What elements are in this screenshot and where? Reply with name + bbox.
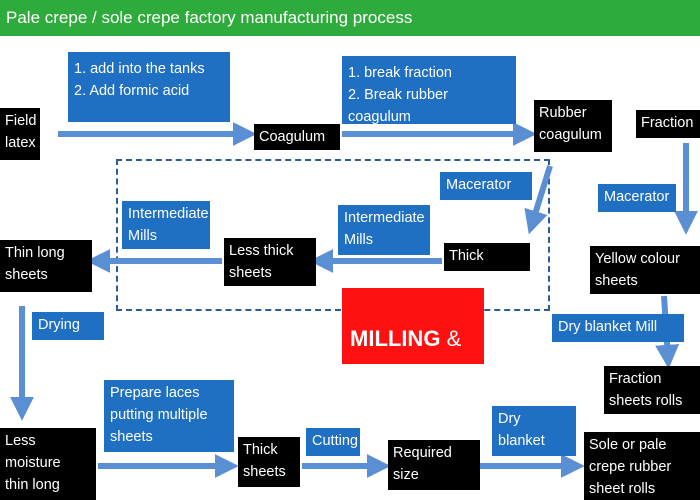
node-coagulum: Coagulum — [254, 124, 340, 150]
label-intermediate-mills-2: Intermediate Mills — [338, 205, 430, 255]
milling-ampersand: & — [446, 326, 462, 351]
label-macerator-1: Macerator — [440, 172, 532, 200]
label-dry-blanket-mill-2: Dry blanket Mill — [492, 406, 576, 456]
label-break-fraction: 1. break fraction 2. Break rubber coagul… — [342, 56, 516, 124]
node-thin-long-sheets: Thin long sheets — [0, 240, 92, 292]
page-title: Pale crepe / sole crepe factory manufact… — [0, 0, 700, 36]
node-rubber-coagulum: Rubber coagulum — [534, 100, 612, 152]
node-less-moisture-sheets: Less moisture thin long sheets — [0, 428, 96, 500]
node-fraction: Fraction — [636, 110, 700, 138]
label-add-tanks: 1. add into the tanks 2. Add formic acid — [68, 52, 230, 122]
label-dry-blanket-mill-1: Dry blanket Mill — [552, 314, 684, 342]
label-drying: Drying — [32, 312, 104, 340]
washing-label: WASHING — [350, 390, 456, 415]
node-thick-sheets: Thick sheets — [444, 243, 530, 271]
arrow-rubber-to-thick — [524, 165, 553, 235]
node-sole-pale-crepe-rolls: Sole or pale crepe rubber sheet rolls — [584, 432, 700, 500]
milling-label: MILLING — [350, 326, 441, 351]
node-thick-sheets-2: Thick sheets — [238, 437, 300, 487]
node-yellow-colour-sheets: Yellow colour sheets — [590, 246, 700, 294]
node-field-latex: Field latex — [0, 108, 40, 160]
milling-washing-box: MILLING & WASHING — [342, 288, 484, 415]
label-macerator-2: Macerator — [598, 184, 676, 212]
node-required-size-sheets: Required size sheets — [388, 440, 480, 490]
node-fraction-sheets-rolls: Fraction sheets rolls — [604, 366, 700, 414]
label-prepare-laces: Prepare laces putting multiple sheets — [104, 380, 234, 452]
label-cutting: Cutting — [306, 428, 360, 456]
label-intermediate-mills-1: Intermediate Mills — [122, 201, 210, 249]
node-less-thick-sheets: Less thick sheets — [224, 238, 316, 286]
milling-washing-group-border — [116, 159, 550, 311]
